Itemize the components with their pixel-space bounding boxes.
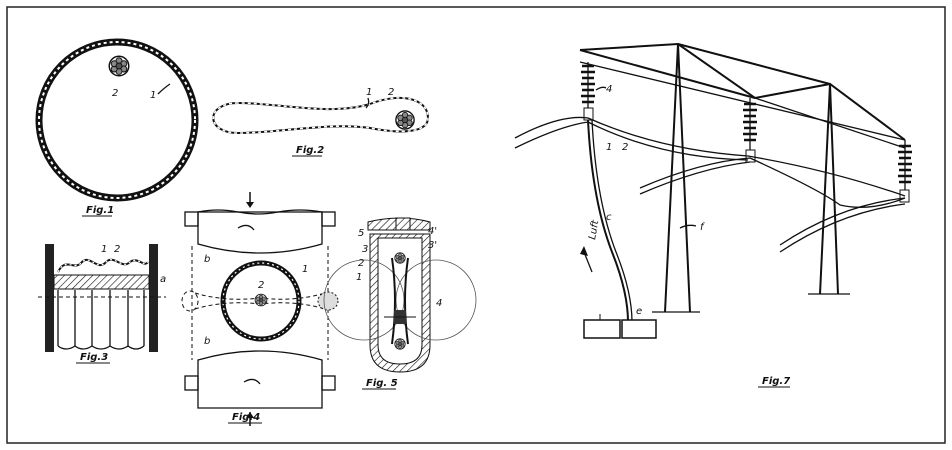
cable-strand xyxy=(254,293,268,307)
wound-cable xyxy=(57,258,149,273)
upper-jaw xyxy=(197,211,323,254)
lower-jaw xyxy=(197,350,323,409)
figure-7-caption: Fig.7 xyxy=(762,376,790,387)
figure-2: 1 2 Fig.2 xyxy=(212,87,430,157)
label-tube: 1 xyxy=(150,90,156,101)
figure-7: Luft 4 1 2 c f e Fig.7 xyxy=(514,42,912,388)
figure-4: b b 1 2 Fig.4 xyxy=(181,192,339,426)
label-unit: e xyxy=(636,306,642,317)
flattened-tube xyxy=(212,96,430,135)
label-jaw-bottom: b xyxy=(204,336,210,347)
label-air: Luft xyxy=(587,218,601,240)
label-cable: 2 xyxy=(258,280,264,291)
ground-unit-right xyxy=(621,319,657,339)
conductor-1 xyxy=(514,116,906,197)
label-3-prime: 3' xyxy=(428,240,437,251)
figure-1: 2 1 Fig.1 xyxy=(35,38,199,217)
conductor-2 xyxy=(639,157,906,208)
figure-4-caption: Fig.4 xyxy=(232,412,260,423)
sheet-border xyxy=(6,6,946,444)
cable-strand xyxy=(395,110,415,130)
label-mast: f xyxy=(700,222,705,233)
label-tube: 1 xyxy=(606,142,612,153)
label-jaw-top: b xyxy=(204,254,210,265)
air-hose xyxy=(587,119,629,323)
label-1: 1 xyxy=(356,272,362,283)
mast-front xyxy=(664,43,691,313)
label-cable: 2 xyxy=(622,142,628,153)
figure-5: 5 3 2 1 4' 3' 4 Fig. 5 xyxy=(323,217,477,390)
label-3: 3 xyxy=(362,244,368,255)
label-2: 2 xyxy=(358,258,364,269)
hub xyxy=(53,274,150,290)
label-tube: 1 xyxy=(101,244,107,255)
ground-unit-left xyxy=(583,319,621,339)
figure-1-caption: Fig.1 xyxy=(86,205,114,216)
conductor-3 xyxy=(779,197,906,246)
label-tube: 1 xyxy=(302,264,308,275)
label-cable: 2 xyxy=(112,88,118,99)
insulator-middle xyxy=(743,98,757,163)
figure-2-caption: Fig.2 xyxy=(296,145,324,156)
label-cable: 2 xyxy=(114,244,120,255)
figure-3-caption: Fig.3 xyxy=(80,352,108,363)
label-hose: c xyxy=(606,212,612,223)
insulator-right xyxy=(898,140,912,203)
insulator-left xyxy=(581,62,595,121)
label-5: 5 xyxy=(358,228,364,239)
mast-rear xyxy=(819,83,839,295)
cable-strand xyxy=(108,55,130,77)
label-insulator: 4 xyxy=(606,84,612,95)
figure-3: 1 2 a Fig.3 xyxy=(38,244,166,364)
label-base: a xyxy=(160,274,166,285)
label-4-prime: 4' xyxy=(428,226,437,237)
label-4: 4 xyxy=(436,298,442,309)
label-cable: 2 xyxy=(388,87,394,98)
label-tube: 1 xyxy=(366,87,372,98)
figure-5-caption: Fig. 5 xyxy=(366,378,398,389)
